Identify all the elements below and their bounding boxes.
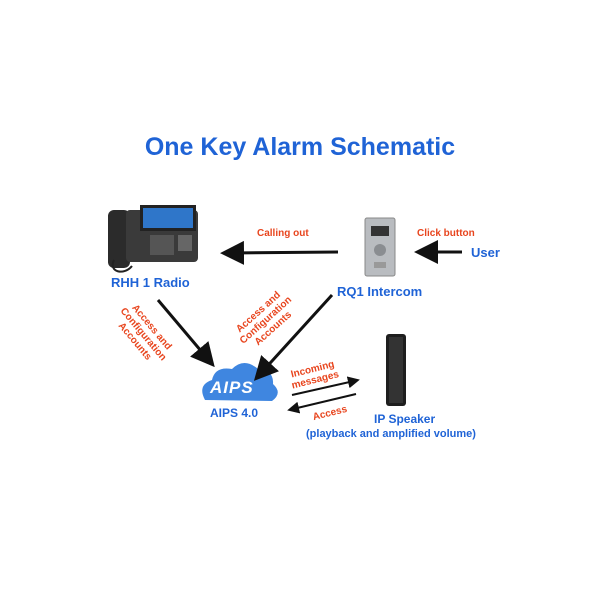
desk-phone-icon (108, 205, 198, 273)
click-button-label: Click button (417, 228, 475, 239)
aips-logo-text: AIPS (210, 378, 254, 397)
intercom-label: RQ1 Intercom (337, 284, 423, 299)
calling-out-label: Calling out (257, 228, 309, 239)
arrow-phone-to-aips (156, 299, 215, 368)
speaker-icon (386, 334, 406, 406)
user-label: User (471, 245, 500, 260)
arrow-intercom-to-aips (253, 293, 334, 381)
arrow-calling-out (220, 240, 339, 265)
phone-label: RHH 1 Radio (111, 275, 190, 290)
speaker-label: IP Speaker (374, 412, 436, 426)
aips-label: AIPS 4.0 (210, 406, 259, 420)
arrow-access (287, 393, 357, 414)
speaker-sublabel: (playback and amplified volume) (306, 428, 476, 440)
arrow-incoming-messages (291, 376, 360, 396)
intercom-icon (364, 217, 396, 277)
diagram-title: One Key Alarm Schematic (144, 133, 456, 161)
